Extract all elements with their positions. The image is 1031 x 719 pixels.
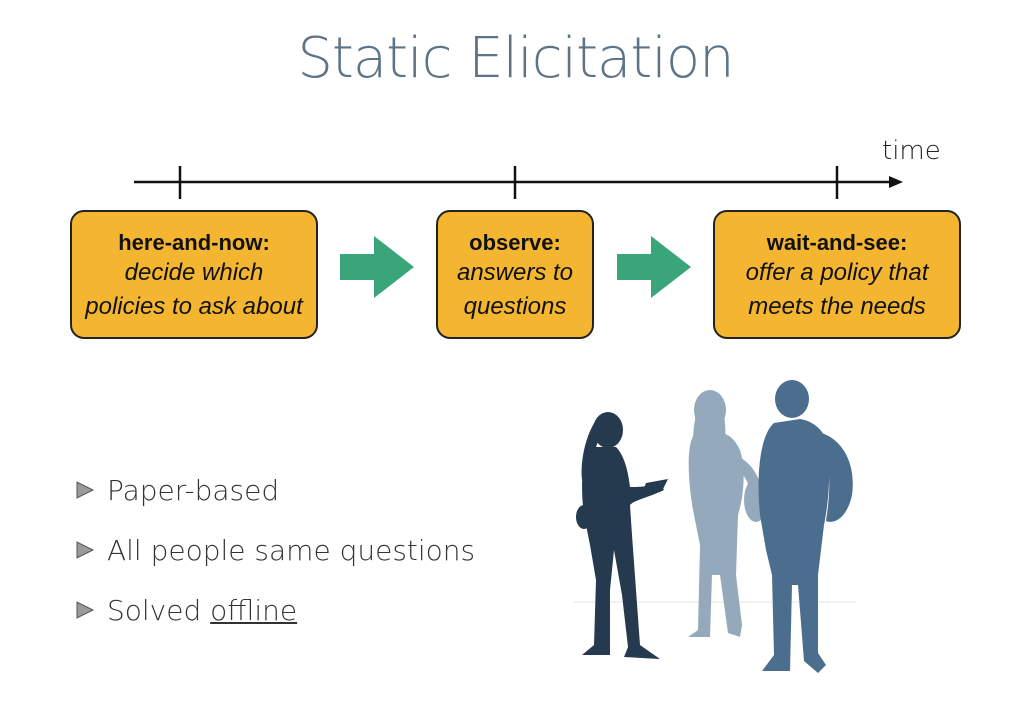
bullet-item: All people same questions	[75, 520, 475, 580]
bullet-text: Solved offline	[107, 594, 297, 627]
bullet-list: Paper-based All people same questions So…	[75, 460, 475, 640]
bullet-item: Solved offline	[75, 580, 475, 640]
stage-box-observe: observe: answers to questions	[436, 210, 594, 339]
bullet-text-prefix: Solved	[107, 593, 211, 627]
bullet-triangle-icon	[76, 481, 95, 499]
stage-heading: observe:	[469, 230, 561, 255]
person-silhouette-light	[688, 390, 768, 637]
stage-line: meets the needs	[748, 293, 926, 320]
bullet-triangle-icon	[76, 601, 95, 619]
bullet-triangle-icon	[76, 541, 95, 559]
timeline-arrowhead-icon	[889, 176, 903, 188]
right-arrow-icon	[340, 236, 414, 298]
stage-box-wait-and-see: wait-and-see: offer a policy that meets …	[713, 210, 961, 339]
slide-title: Static Elicitation	[297, 26, 734, 91]
bullet-text: Paper-based	[107, 473, 280, 507]
stage-heading: wait-and-see:	[766, 230, 908, 255]
people-illustration	[574, 380, 856, 673]
stage-line: questions	[463, 293, 567, 320]
stage-line: policies to ask about	[85, 293, 303, 320]
person-silhouette-dark	[576, 412, 668, 659]
stage-heading: here-and-now:	[118, 230, 270, 255]
bullet-item: Paper-based	[75, 460, 475, 520]
stage-line: answers to	[456, 259, 574, 286]
right-arrow-icon	[617, 236, 691, 298]
bullet-text: All people same questions	[107, 533, 476, 567]
stage-line: offer a policy that	[745, 259, 929, 286]
timeline-label: time	[882, 136, 941, 166]
stage-line: decide which	[124, 259, 264, 286]
stage-box-here-and-now: here-and-now: decide which policies to a…	[70, 210, 318, 339]
bullet-text-underlined: offline	[210, 593, 298, 627]
person-silhouette-mid	[758, 380, 853, 673]
